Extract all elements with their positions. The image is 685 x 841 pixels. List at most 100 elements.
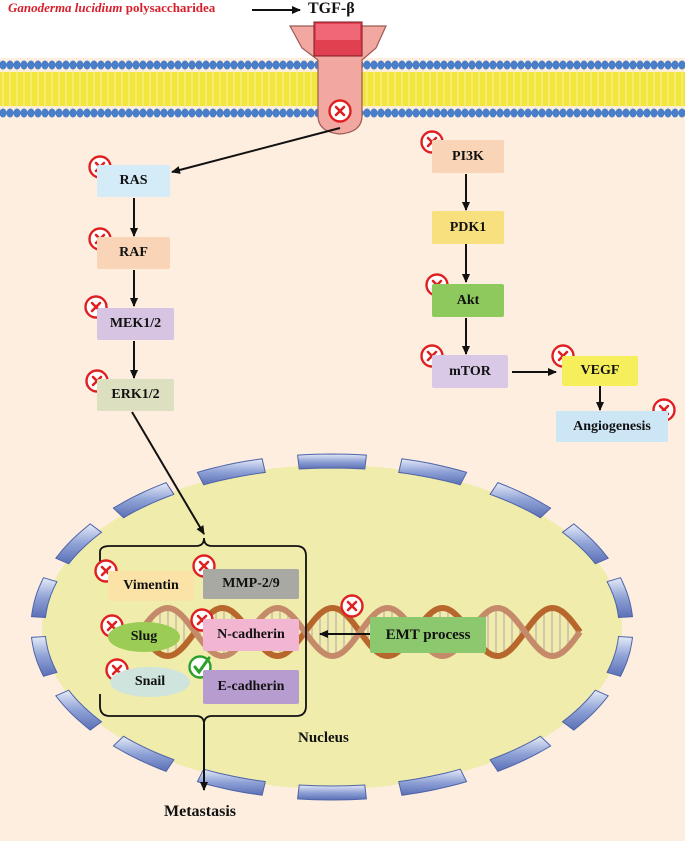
lipid-head <box>384 108 392 118</box>
lipid-head <box>587 108 595 118</box>
lipid-head <box>545 60 553 70</box>
source-suffix: polysaccharidea <box>125 0 216 15</box>
lipid-head <box>531 108 539 118</box>
lipid-head <box>237 108 245 118</box>
lipid-head <box>251 108 259 118</box>
envelope-segment <box>55 523 103 565</box>
lipid-head <box>202 108 210 118</box>
lipid-head <box>307 108 315 118</box>
inhibit-emt-icon <box>340 594 364 618</box>
marker-vimentin: Vimentin <box>108 571 194 601</box>
lipid-head <box>153 108 161 118</box>
lipid-head <box>412 60 420 70</box>
lipid-head <box>146 60 154 70</box>
lipid-head <box>496 60 504 70</box>
lipid-head <box>538 108 546 118</box>
tgf-beta-receptor <box>288 21 387 135</box>
lipid-head <box>146 108 154 118</box>
lipid-head <box>468 60 476 70</box>
lipid-head <box>272 108 280 118</box>
lipid-head <box>13 60 21 70</box>
node-angiogenesis: Angiogenesis <box>556 411 668 442</box>
marker-snail: Snail <box>110 667 190 697</box>
lipid-head <box>76 108 84 118</box>
lipid-head <box>125 108 133 118</box>
lipid-head <box>657 108 665 118</box>
marker-ecadherin: E-cadherin <box>203 670 299 704</box>
lipid-head <box>181 60 189 70</box>
envelope-segment <box>196 458 266 486</box>
source-name: Ganoderma lucidium <box>8 0 123 15</box>
lipid-head <box>97 60 105 70</box>
lipid-head <box>216 60 224 70</box>
envelope-segment <box>297 453 367 470</box>
lipid-head <box>552 60 560 70</box>
lipid-head <box>391 60 399 70</box>
lipid-head <box>251 60 259 70</box>
lipid-head <box>678 60 685 70</box>
lipid-head <box>440 60 448 70</box>
lipid-head <box>41 60 49 70</box>
lipid-head <box>461 108 469 118</box>
lipid-head <box>34 60 42 70</box>
lipid-head <box>195 108 203 118</box>
marker-mmp: MMP-2/9 <box>203 569 299 599</box>
node-akt: Akt <box>432 284 504 317</box>
lipid-head <box>370 108 378 118</box>
lipid-head <box>216 108 224 118</box>
lipid-head <box>566 108 574 118</box>
lipid-head <box>622 60 630 70</box>
lipid-head <box>69 60 77 70</box>
lipid-head <box>258 108 266 118</box>
lipid-head <box>118 60 126 70</box>
envelope-segment <box>398 458 468 486</box>
lipid-head <box>496 108 504 118</box>
lipid-head <box>300 108 308 118</box>
lipid-head <box>90 60 98 70</box>
lipid-head <box>489 60 497 70</box>
arrow-receptor-ras <box>171 127 341 174</box>
node-pi3k: PI3K <box>432 140 504 173</box>
lipid-head <box>272 60 280 70</box>
lipid-head <box>426 108 434 118</box>
lipid-head <box>482 108 490 118</box>
lipid-head <box>174 108 182 118</box>
lipid-head <box>524 108 532 118</box>
dna-strand <box>137 604 583 660</box>
lipid-head <box>160 60 168 70</box>
lipid-head <box>517 60 525 70</box>
lipid-head <box>293 108 301 118</box>
lipid-head <box>377 108 385 118</box>
lipid-head <box>188 108 196 118</box>
lipid-head <box>629 60 637 70</box>
ligand-label: TGF-β <box>308 0 355 17</box>
lipid-head <box>678 108 685 118</box>
lipid-head <box>181 108 189 118</box>
lipid-head <box>83 108 91 118</box>
lipid-head <box>307 60 315 70</box>
lipid-head <box>405 60 413 70</box>
lipid-head <box>265 60 273 70</box>
lipid-head <box>615 108 623 118</box>
lipid-head <box>139 60 147 70</box>
lipid-head <box>510 60 518 70</box>
lipid-head <box>433 60 441 70</box>
node-mtor: mTOR <box>432 355 508 388</box>
lipid-head <box>580 108 588 118</box>
lipid-head <box>111 60 119 70</box>
lipid-head <box>0 108 7 118</box>
nucleus-label: Nucleus <box>298 730 349 746</box>
lipid-head <box>482 60 490 70</box>
lipid-head <box>587 60 595 70</box>
lipid-head <box>13 108 21 118</box>
lipid-head <box>258 60 266 70</box>
lipid-head <box>489 108 497 118</box>
lipid-head <box>139 108 147 118</box>
lipid-head <box>510 108 518 118</box>
node-mek: MEK1/2 <box>97 308 174 340</box>
source-label: Ganoderma lucidium polysaccharidea <box>8 0 215 16</box>
lipid-head <box>580 60 588 70</box>
lipid-head <box>615 60 623 70</box>
